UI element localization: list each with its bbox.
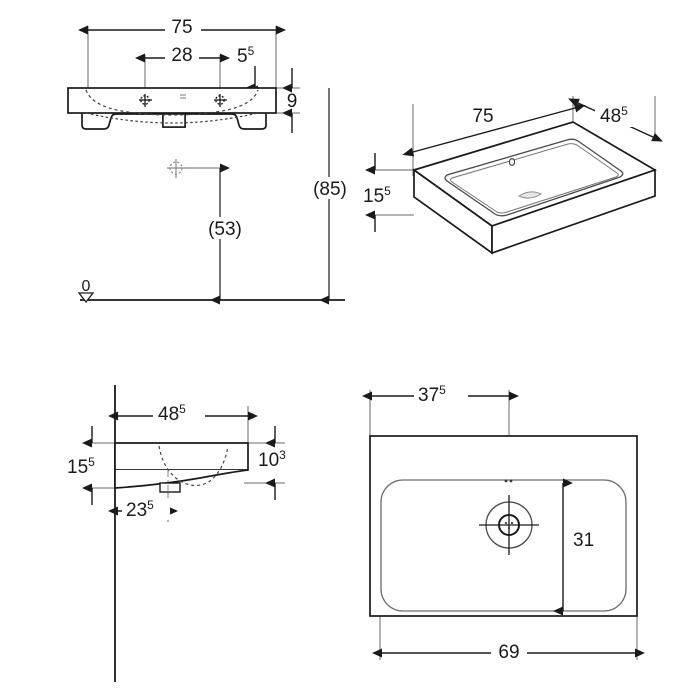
dim-side-height-label: 155 [67,455,95,478]
dim-iso-depth-label: 485 [600,104,628,127]
dim-side-depth-label: 485 [158,402,186,425]
dim-iso-height-label: 155 [363,184,391,207]
dim-side-bowl-depth: 103 [258,426,286,500]
dim-front-body-height: 9 [282,68,298,133]
dim-front-width: 75 [78,16,286,38]
overflow-mark-icon [180,94,186,99]
dim-tap-spacing: 28 [135,45,230,66]
tap-hole-left-icon [139,94,152,107]
dim-plan-drain-x: 375 [362,382,519,406]
dim-iso-width-label: 75 [472,106,493,127]
datum-triangle-icon [77,292,95,304]
dim-rim-to-tap-label: 55 [237,44,255,67]
dim-plan-bowl-depth: 31 [553,478,602,616]
dim-drain-height-label: (53) [208,219,242,240]
dim-front-body-height-label: 9 [287,91,298,112]
view-front-elevation: 75 28 55 9 [67,16,355,305]
dim-install-height: (85) [305,88,355,305]
dim-tap-spacing-label: 28 [171,45,192,66]
side-drain-box [159,482,181,493]
side-basin-body [114,442,249,500]
dim-side-height: 155 [67,426,95,505]
plan-overflow-icon [504,479,513,483]
dim-side-bowl-depth-label: 103 [258,448,286,471]
dim-install-height-label: (85) [313,179,347,200]
dim-side-depth: 485 [108,402,258,425]
dim-plan-bowl-width-label: 69 [498,642,519,663]
floor-datum: 0 [77,278,345,304]
floor-datum-label: 0 [82,278,91,295]
view-top-plan: 375 31 [362,382,645,663]
plan-drain-icon [479,495,539,555]
dim-iso-height: 155 [363,153,391,232]
dim-front-width-label: 75 [171,17,192,38]
iso-basin-body [412,121,658,255]
dim-side-drain-offset-label: 235 [126,498,154,521]
tap-hole-right-icon [214,94,227,107]
dim-iso-depth: 485 [567,98,664,142]
view-side-elevation: 485 155 103 235 [67,385,286,682]
dim-plan-bowl-width: 69 [372,639,645,663]
dim-plan-bowl-depth-label: 31 [573,530,594,551]
dim-iso-width: 75 [402,103,586,157]
view-isometric: 75 485 155 [363,96,664,255]
dim-side-drain-offset: 235 [108,498,178,521]
front-basin-body [67,87,277,130]
iso-overflow-hole-icon [508,158,516,167]
iso-drain-icon [517,191,543,199]
drain-reference-crosshair-icon [167,159,186,178]
dim-plan-drain-x-label: 375 [418,383,446,406]
front-tap-hole-markers [139,94,227,107]
dim-drain-height: (53) [201,163,249,305]
